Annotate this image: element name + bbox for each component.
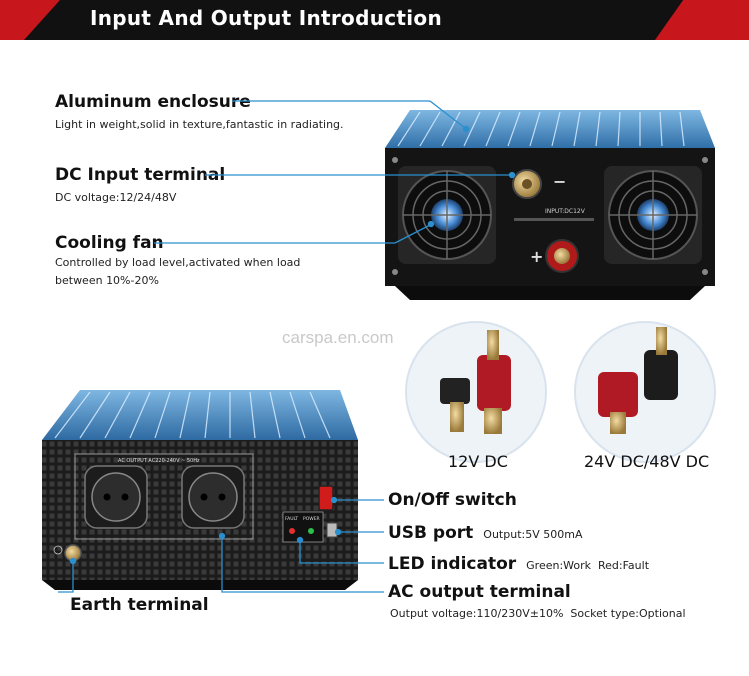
feature-on-off-switch: On/Off switch — [388, 490, 517, 510]
terminal-12v-label: 12V DC — [448, 452, 508, 471]
on-off-switch — [318, 485, 334, 511]
minus-sign: − — [553, 172, 566, 191]
feature-cooling-fan-title: Cooling fan — [55, 233, 164, 253]
header-banner: Input And Output Introduction — [0, 0, 749, 40]
cooling-fan-right — [604, 166, 702, 264]
plus-sign: + — [530, 247, 543, 266]
feature-earth-terminal: Earth terminal — [70, 595, 209, 615]
fault-label: FAULT — [285, 516, 298, 522]
fault-led — [289, 528, 295, 534]
power-label: POWER — [303, 516, 320, 522]
watermark: CARSPA.EN.COM — [282, 328, 394, 348]
feature-aluminum-title: Aluminum enclosure — [55, 92, 251, 112]
feature-led-indicator-title: LED indicator — [388, 554, 517, 574]
top-inverter: − + INPUT:DC12V — [385, 110, 715, 300]
feature-led-indicator: LED indicator Green:Work Red:Fault — [388, 554, 649, 574]
bottom-housing-fins — [42, 390, 358, 440]
top-housing-fins — [385, 110, 715, 148]
led-panel — [282, 511, 324, 543]
ac-socket-left — [84, 465, 148, 529]
terminal-photo-12v — [405, 321, 547, 463]
dc-negative-terminal — [512, 169, 542, 199]
feature-cooling-fan-desc-1: Controlled by load level,activated when … — [55, 256, 301, 269]
bottom-inverter: AC OUTPUT AC220-240V ~ 50Hz FAULT POWER — [42, 390, 358, 590]
feature-usb-port-desc: Output:5V 500mA — [483, 528, 583, 541]
ac-output-rating-label: AC OUTPUT AC220-240V ~ 50Hz — [118, 458, 200, 464]
power-led — [308, 528, 314, 534]
usb-port — [326, 522, 338, 538]
feature-ac-output-desc: Output voltage:110/230V±10% Socket type:… — [390, 607, 686, 620]
feature-led-indicator-desc: Green:Work Red:Fault — [526, 559, 650, 572]
leader-lines-top — [154, 100, 516, 244]
page-title: Input And Output Introduction — [90, 6, 442, 30]
watermark-text: CARSPA.EN.COM — [282, 328, 394, 347]
ac-socket-right — [181, 465, 245, 529]
leader-lines-bottom — [58, 496, 384, 593]
feature-dc-input-desc: DC voltage:12/24/48V — [55, 191, 177, 204]
feature-usb-port-title: USB port — [388, 523, 474, 543]
feature-dc-input-title: DC Input terminal — [55, 165, 226, 185]
terminal-photo-24v-48v — [574, 321, 716, 463]
banner-background — [0, 0, 749, 40]
feature-usb-port: USB port Output:5V 500mA — [388, 523, 582, 543]
feature-cooling-fan-desc-2: between 10%-20% — [55, 274, 159, 287]
cooling-fan-left — [398, 166, 496, 264]
feature-aluminum-desc: Light in weight,solid in texture,fantast… — [55, 118, 344, 131]
feature-ac-output-title: AC output terminal — [388, 582, 571, 602]
terminal-24v-48v-label: 24V DC/48V DC — [584, 452, 710, 471]
dc-positive-terminal — [545, 239, 579, 273]
input-rating-label: INPUT:DC12V — [545, 208, 586, 215]
